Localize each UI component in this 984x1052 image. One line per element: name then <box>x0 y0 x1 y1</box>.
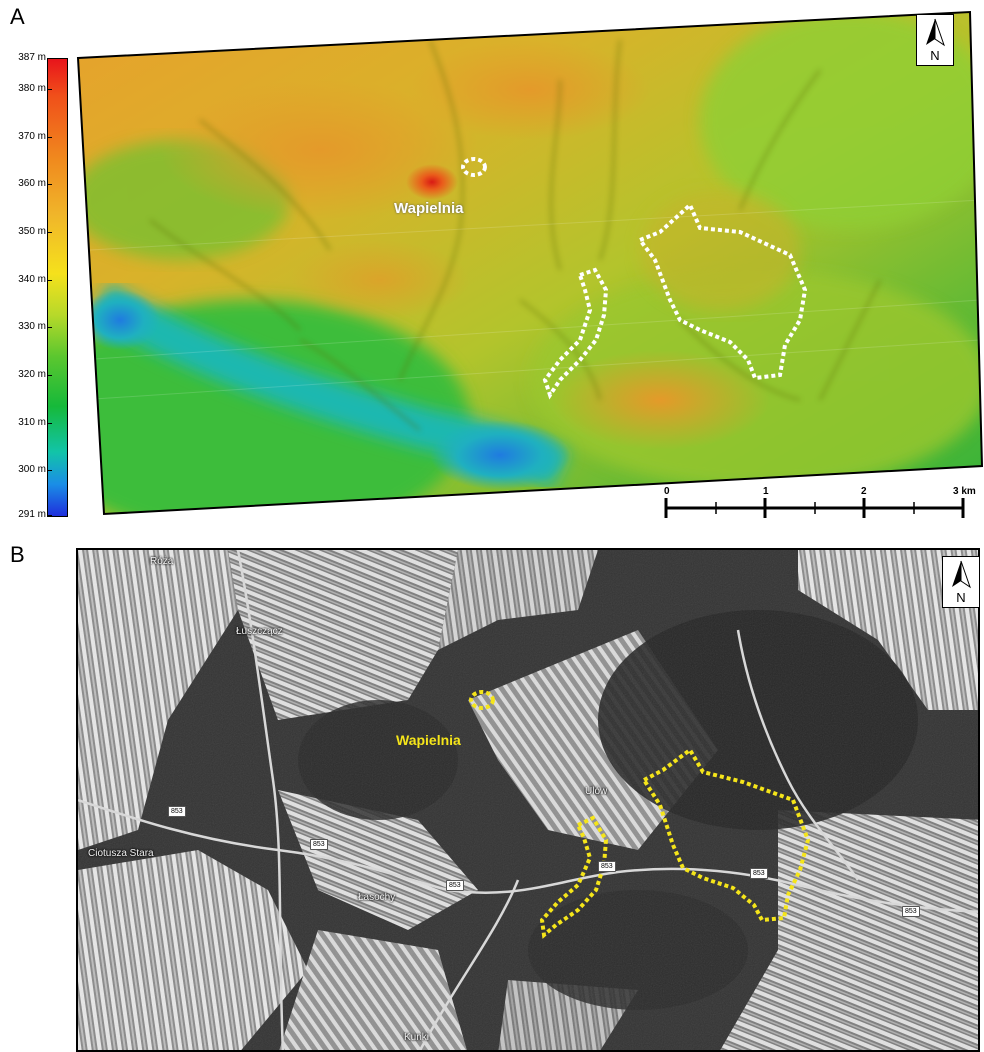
site-label-a: Wapielnia <box>394 200 464 217</box>
elevation-legend: 387 m 380 m 370 m 360 m 350 m 340 m 330 … <box>0 52 75 522</box>
road-shield: 853 <box>902 906 920 917</box>
road-shield: 853 <box>598 861 616 872</box>
site-outlines-b <box>469 690 811 939</box>
north-arrow-b: N <box>942 556 980 608</box>
legend-tick: 380 m <box>0 83 52 95</box>
legend-tick: 370 m <box>0 131 52 143</box>
scale-bar-graphic <box>664 498 965 518</box>
legend-tick: 387 m <box>0 52 52 64</box>
north-arrow-icon <box>952 560 971 589</box>
legend-tick: 360 m <box>0 178 52 190</box>
dem-raster <box>78 12 982 514</box>
site-label-b: Wapielnia <box>396 732 461 748</box>
scale-label: 1 <box>763 486 769 497</box>
road-shield: 853 <box>750 868 768 879</box>
north-label: N <box>930 48 940 63</box>
place-label: Ciotusza Stara <box>88 848 154 859</box>
legend-tick: 330 m <box>0 321 52 333</box>
north-label: N <box>956 590 966 605</box>
scale-label: 2 <box>861 486 867 497</box>
place-label: Kunki <box>404 1032 430 1043</box>
legend-tick: 310 m <box>0 417 52 429</box>
place-label: Łasochy <box>358 892 396 903</box>
legend-tick: 291 m <box>0 509 52 521</box>
place-label: Łuszczącz <box>236 626 283 637</box>
panel-letter-b: B <box>10 542 25 567</box>
panel-a-elevation-map: A <box>0 4 984 526</box>
place-label: Róża <box>150 556 174 567</box>
north-arrow-icon <box>926 18 945 47</box>
elevation-map <box>76 10 984 516</box>
scale-label: 0 <box>664 486 670 497</box>
legend-tick: 320 m <box>0 369 52 381</box>
scale-bar: 0 1 2 3 km <box>660 486 980 526</box>
scale-label: 3 km <box>953 486 976 497</box>
panel-b-satellite-map: Róża Łuszczącz Ulów Ciotusza Stara Łasoc… <box>76 548 980 1052</box>
north-arrow-a: N <box>916 14 954 66</box>
legend-tick: 350 m <box>0 226 52 238</box>
road-shield: 853 <box>168 806 186 817</box>
elevation-colorbar <box>47 58 68 517</box>
road-shield: 853 <box>446 880 464 891</box>
place-label: Ulów <box>585 786 608 797</box>
site-outlines-a <box>461 157 808 400</box>
panel-letter-a: A <box>10 4 25 29</box>
road-shield: 853 <box>310 839 328 850</box>
satellite-image <box>78 550 978 1050</box>
legend-tick: 300 m <box>0 464 52 476</box>
legend-tick: 340 m <box>0 274 52 286</box>
